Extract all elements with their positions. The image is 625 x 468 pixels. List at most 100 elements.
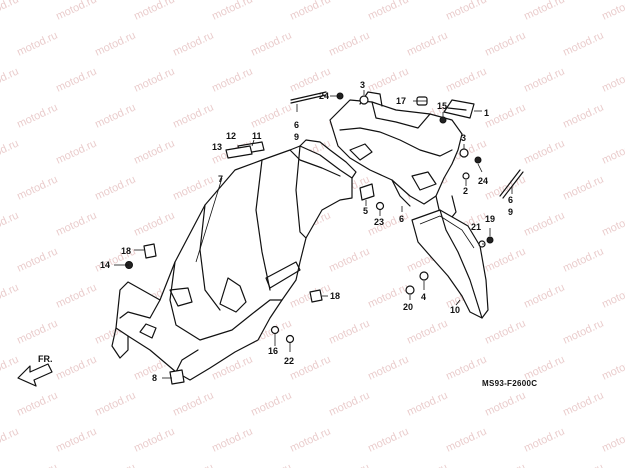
watermark-text: motod.ru	[15, 29, 59, 58]
label-6-9-top-a: 6	[294, 120, 299, 130]
watermark-text: motod.ru	[444, 425, 488, 454]
watermark-text: motod.ru	[54, 425, 98, 454]
label-13: 13	[212, 142, 222, 152]
watermark-text: motod.ru	[249, 461, 293, 468]
watermark-text: motod.ru	[132, 209, 176, 238]
watermark-text: motod.ru	[327, 245, 371, 274]
watermark-text: motod.ru	[366, 65, 410, 94]
watermark-text: motod.ru	[54, 137, 98, 166]
label-14: 14	[100, 260, 110, 270]
watermark-text: motod.ru	[171, 29, 215, 58]
label-11: 11	[252, 131, 262, 141]
label-4: 4	[421, 292, 426, 302]
watermark-text: motod.ru	[249, 389, 293, 418]
label-18-right: 18	[330, 291, 340, 301]
watermark-text: motod.ru	[54, 353, 98, 382]
label-15: 15	[437, 101, 447, 111]
watermark-text: motod.ru	[600, 425, 625, 454]
watermark-text: motod.ru	[327, 29, 371, 58]
watermark-text: motod.ru	[132, 0, 176, 23]
watermark-text: motod.ru	[327, 317, 371, 346]
watermark-text: motod.ru	[444, 65, 488, 94]
label-6-left: 6	[399, 214, 404, 224]
watermark-text: motod.ru	[171, 461, 215, 468]
leader-lines	[114, 90, 513, 379]
watermark-text: motod.ru	[210, 425, 254, 454]
label-3-right: 3	[461, 133, 466, 143]
watermark-text: motod.ru	[249, 29, 293, 58]
watermark-text: motod.ru	[600, 65, 625, 94]
watermark-text: motod.ru	[0, 281, 21, 310]
watermark-text: motod.ru	[444, 0, 488, 23]
watermark-text: motod.ru	[522, 137, 566, 166]
label-1: 1	[484, 108, 489, 118]
watermark-text: motod.ru	[171, 173, 215, 202]
license-light-part-1	[443, 99, 475, 119]
watermark-text: motod.ru	[561, 389, 605, 418]
watermark-text: motod.ru	[93, 461, 137, 468]
label-24-right: 24	[478, 176, 488, 186]
watermark-text: motod.ru	[93, 29, 137, 58]
watermark-text: motod.ru	[93, 101, 137, 130]
label-6-right: 6	[508, 195, 513, 205]
watermark-text: motod.ru	[600, 137, 625, 166]
watermark-text: motod.ru	[0, 425, 21, 454]
watermark-text: motod.ru	[561, 173, 605, 202]
watermark-text: motod.ru	[15, 101, 59, 130]
watermark-text: motod.ru	[522, 65, 566, 94]
label-5: 5	[363, 206, 368, 216]
diagram-code: MS93-F2600C	[482, 379, 537, 388]
mud-guard-part-10	[411, 209, 489, 319]
watermark-text: motod.ru	[210, 65, 254, 94]
front-arrow-icon	[17, 363, 53, 387]
watermark-text: motod.ru	[600, 281, 625, 310]
watermark-text: motod.ru	[600, 353, 625, 382]
watermark-text: motod.ru	[288, 425, 332, 454]
watermark-text: motod.ru	[561, 317, 605, 346]
label-23: 23	[374, 217, 384, 227]
watermark-text: motod.ru	[288, 353, 332, 382]
watermark-text: motod.ru	[132, 137, 176, 166]
label-20: 20	[403, 302, 413, 312]
watermark-text: motod.ru	[171, 389, 215, 418]
watermark-text: motod.ru	[561, 101, 605, 130]
watermark-text: motod.ru	[0, 209, 21, 238]
watermark-text: motod.ru	[483, 461, 527, 468]
watermark-text: motod.ru	[0, 137, 21, 166]
watermark-text: motod.ru	[93, 389, 137, 418]
label-18-left: 18	[121, 246, 131, 256]
label-17: 17	[396, 96, 406, 106]
label-24-top: 24	[319, 91, 329, 101]
watermark-text: motod.ru	[54, 281, 98, 310]
label-16: 16	[268, 346, 278, 356]
watermark-text: motod.ru	[249, 101, 293, 130]
watermark-text: motod.ru	[483, 245, 527, 274]
label-9-right: 9	[508, 207, 513, 217]
watermark-text: motod.ru	[15, 389, 59, 418]
watermark-text: motod.ru	[405, 389, 449, 418]
watermark-text: motod.ru	[366, 353, 410, 382]
watermark-text: motod.ru	[0, 0, 21, 23]
watermark-text: motod.ru	[522, 281, 566, 310]
watermark-text: motod.ru	[54, 209, 98, 238]
watermark-text: motod.ru	[483, 317, 527, 346]
watermark-text: motod.ru	[15, 317, 59, 346]
label-2: 2	[463, 186, 468, 196]
watermark-text: motod.ru	[561, 461, 605, 468]
watermark-text: motod.ru	[483, 29, 527, 58]
watermark-text: motod.ru	[15, 173, 59, 202]
watermark-text: motod.ru	[210, 0, 254, 23]
label-12: 12	[226, 131, 236, 141]
watermark-text: motod.ru	[15, 245, 59, 274]
label-10: 10	[450, 305, 460, 315]
watermark-text: motod.ru	[93, 173, 137, 202]
rear-fender-part-7	[111, 139, 357, 381]
label-22: 22	[284, 356, 294, 366]
watermark-text: motod.ru	[366, 425, 410, 454]
watermark-text: motod.ru	[522, 209, 566, 238]
watermark-text: motod.ru	[405, 317, 449, 346]
watermark-text: motod.ru	[0, 65, 21, 94]
label-9-top: 9	[294, 132, 299, 142]
watermark-text: motod.ru	[132, 425, 176, 454]
